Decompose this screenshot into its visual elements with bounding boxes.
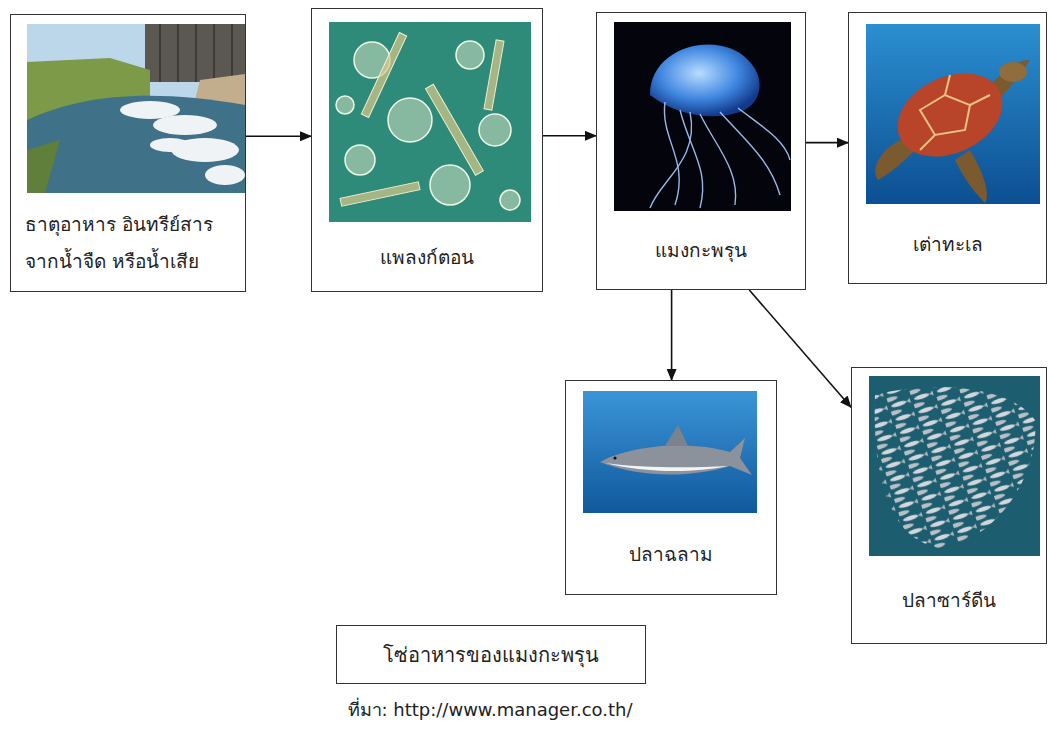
food-chain-arrow <box>749 290 851 407</box>
food-chain-box: ปลาซาร์ดีน <box>851 367 1047 644</box>
text-area: แมงกะพรุน <box>597 212 805 289</box>
food-chain-arrow <box>246 136 311 138</box>
box-label: ธาตุอาหาร อินทรีย์สาร จากน้ำจืด หรือน้ำเ… <box>25 206 231 278</box>
text-area: เต่าทะเล <box>849 205 1046 283</box>
sardine-photo <box>869 376 1040 556</box>
food-chain-arrow <box>806 142 848 144</box>
sea-turtle-photo <box>866 24 1040 204</box>
food-chain-box: ธาตุอาหาร อินทรีย์สาร จากน้ำจืด หรือน้ำเ… <box>10 14 246 292</box>
source-caption: ที่มา: http://www.manager.co.th/ <box>260 697 720 722</box>
box-label: แพลงก์ตอน <box>380 239 474 275</box>
food-chain-box: เต่าทะเล <box>848 12 1047 284</box>
box-label: ปลาซาร์ดีน <box>902 582 996 618</box>
text-area: ธาตุอาหาร อินทรีย์สาร จากน้ำจืด หรือน้ำเ… <box>11 194 245 291</box>
shark-photo <box>583 391 757 513</box>
food-chain-arrow <box>543 135 596 137</box>
box-label: แมงกะพรุน <box>655 232 747 268</box>
title-box: โซ่อาหารของแมงกะพรุน <box>336 625 646 684</box>
text-area: แพลงก์ตอน <box>312 223 542 291</box>
box-label: เต่าทะเล <box>913 226 983 262</box>
diagram-title: โซ่อาหารของแมงกะพรุน <box>383 640 599 670</box>
wastewater-photo <box>27 24 245 193</box>
plankton-photo <box>329 22 531 222</box>
food-chain-box: ปลาฉลาม <box>565 380 777 595</box>
box-label: ปลาฉลาม <box>629 536 713 572</box>
jellyfish-photo <box>614 22 791 211</box>
text-area: ปลาฉลาม <box>566 514 776 594</box>
text-area: ปลาซาร์ดีน <box>852 557 1046 643</box>
food-chain-box: แมงกะพรุน <box>596 12 806 290</box>
food-chain-box: แพลงก์ตอน <box>311 8 543 292</box>
food-chain-arrow <box>671 290 673 380</box>
